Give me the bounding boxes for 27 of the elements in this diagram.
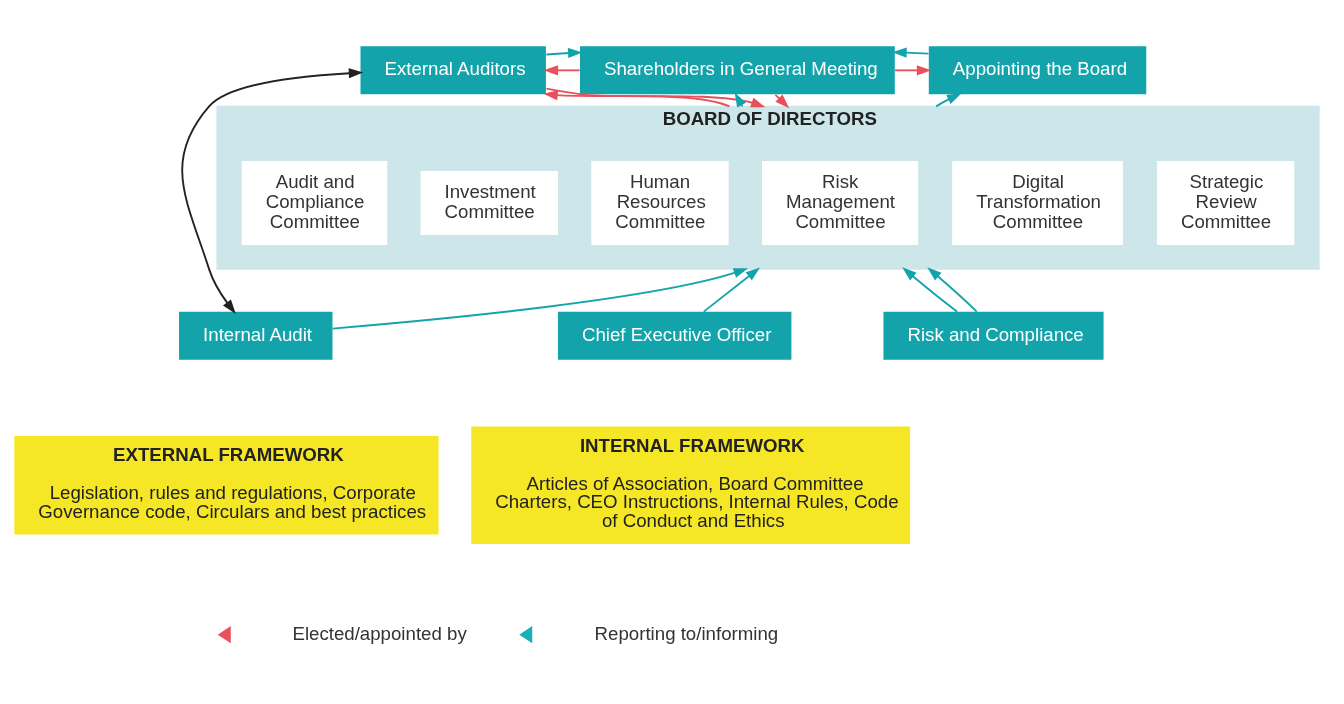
- arrow: [543, 89, 731, 107]
- arrow: [702, 266, 761, 313]
- node-box: Internal Audit: [179, 311, 333, 360]
- node-box: EXTERNAL FRAMEWORK Legislation, rules and regulations, Corporate Governance code, Circulars and best practices: [14, 435, 439, 535]
- node-box: Investment Committee: [420, 170, 558, 235]
- node-box: Audit and Compliance Committee: [241, 160, 388, 245]
- arrow: [181, 67, 364, 314]
- node-box: Risk Management Committee: [762, 160, 919, 245]
- node-box: Digital Transformation Committee: [952, 160, 1123, 245]
- node-box: Risk and Compliance: [883, 311, 1104, 360]
- arrow: [331, 267, 749, 329]
- legend-label: Elected/appointed by: [292, 622, 467, 644]
- arrow: [892, 47, 930, 58]
- node-box: Strategic Review Committee: [1156, 160, 1295, 245]
- arrow: [902, 266, 959, 313]
- node-box: Human Resources Committee: [591, 160, 729, 245]
- node-box: Shareholders in General Meeting: [579, 45, 895, 94]
- node-box: External Auditors: [360, 45, 546, 94]
- arrow: [935, 92, 962, 107]
- arrow: [543, 64, 581, 75]
- node-box: Chief Executive Officer: [557, 311, 792, 360]
- node-box: Appointing the Board: [928, 45, 1147, 94]
- node-box: INTERNAL FRAMEWORK Articles of Association, Board Committee Charters, CEO Instructions, Internal Rules, Code of Conduct and Ethics: [471, 426, 911, 544]
- arrow: [894, 64, 932, 75]
- arrow: [927, 266, 978, 313]
- legend-label: Reporting to/informing: [594, 622, 779, 644]
- arrow: [545, 47, 583, 58]
